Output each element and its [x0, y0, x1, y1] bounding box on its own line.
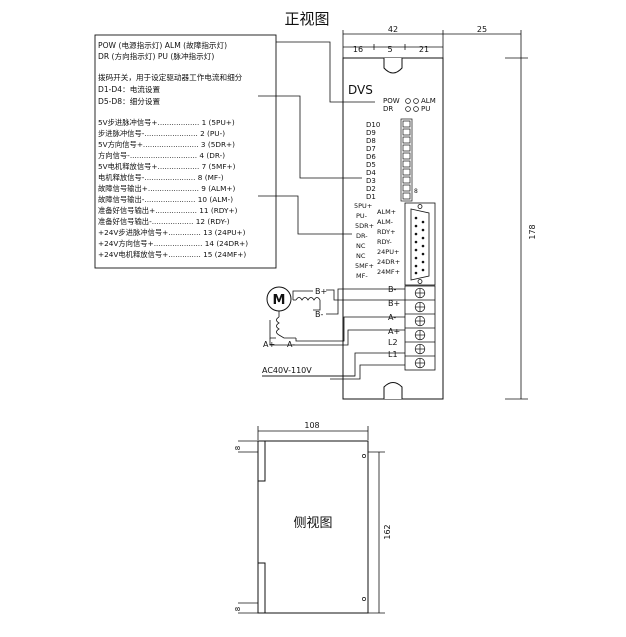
dip-label: D9 — [366, 129, 376, 137]
pow-led-icon — [405, 98, 411, 104]
terminal-label: B+ — [388, 299, 400, 308]
dip-label: D5 — [366, 161, 376, 169]
db-left-pin: 5MF+ — [355, 262, 374, 270]
notes-box — [94, 34, 277, 269]
dim-width-42: 42 — [388, 25, 398, 34]
dip-label: D6 — [366, 153, 376, 161]
db-left-pin: MF- — [356, 272, 368, 280]
signal-item: 5V方向信号+........................ 3 (5DR+) — [98, 140, 235, 149]
db15-left-labels: 5PU+ PU- 5DR+ DR- NC NC 5MF+ MF- — [354, 202, 374, 280]
height-dimension — [505, 57, 528, 400]
db-left-pin: 5DR+ — [355, 222, 374, 230]
signal-item: +24V步进脉冲信号+.............. 13 (24PU+) — [98, 228, 246, 237]
terminal-label: A- — [388, 313, 396, 322]
top-dimensions — [342, 30, 522, 58]
dim-seg-5: 5 — [387, 45, 392, 54]
signal-item: 步进脉冲信号-....................... 2 (PU-) — [98, 129, 225, 138]
led-dr-label: DR — [383, 105, 393, 113]
db-right-pin: 24PU+ — [377, 248, 399, 256]
dip-label: D3 — [366, 177, 376, 185]
db-left-pin: 5PU+ — [354, 202, 372, 210]
signal-item: +24V方向信号+..................... 14 (24DR+… — [98, 239, 248, 248]
dr-led-icon — [405, 106, 411, 112]
led-pow-label: POW — [383, 97, 400, 105]
db-right-pin: RDY- — [377, 238, 392, 246]
signal-item: 故障信号输出-...................... 10 (ALM-) — [98, 195, 233, 204]
db-right-pin: ALM+ — [377, 208, 396, 216]
dip-label: D8 — [366, 137, 376, 145]
dim-seg-21: 21 — [419, 45, 429, 54]
db-left-pin: NC — [356, 252, 366, 260]
db-right-pin: 24MF+ — [377, 268, 400, 276]
note-dip-title: 拨码开关，用于设定驱动器工作电流和细分 — [98, 72, 243, 82]
db-left-pin: PU- — [356, 212, 368, 220]
side-mount-hole-icon — [362, 597, 366, 601]
note-dip-d5-d8: D5-D8：细分设置 — [98, 96, 160, 106]
side-dim-width: 108 — [304, 421, 319, 430]
side-view-title: 侧视图 — [293, 516, 332, 531]
a-winding-coil — [269, 311, 296, 339]
dip-label: D7 — [366, 145, 376, 153]
note-led-line1: POW (电源指示灯) ALM (故障指示灯) — [98, 40, 227, 50]
signal-list: 5V步进脉冲信号+.................. 1 (5PU+) 步进脉… — [98, 118, 248, 259]
side-dim-top: 8 — [234, 446, 242, 450]
terminal-label: L2 — [388, 338, 398, 347]
side-mount-hole-icon — [362, 454, 366, 458]
db-left-pin: NC — [356, 242, 366, 250]
dip-switch — [400, 118, 413, 202]
terminal-labels: B- B+ A- A+ L2 L1 — [388, 285, 400, 359]
dip-label: D2 — [366, 185, 376, 193]
dip-label: D4 — [366, 169, 376, 177]
db-right-pin: RDY+ — [377, 228, 396, 236]
power-label: AC40V-110V — [262, 366, 312, 375]
dip-labels: D10 D9 D8 D7 D6 D5 D4 D3 D2 D1 — [366, 121, 380, 201]
signal-item: 准备好信号输出-.................. 12 (RDY-) — [98, 217, 230, 226]
db15-connector — [404, 202, 436, 286]
side-dim-height: 162 — [383, 524, 392, 539]
terminal-screws — [405, 287, 435, 369]
db-left-pin: DR- — [356, 232, 368, 240]
power-wires — [262, 352, 405, 380]
signal-item: 电机释放信号-...................... 8 (MF-) — [98, 173, 224, 182]
dip-label: D10 — [366, 121, 380, 129]
motor-a-minus: A- — [287, 340, 295, 349]
motor-symbol: M — [273, 293, 286, 308]
signal-item: 方向信号-............................. 4 (DR… — [98, 151, 225, 160]
terminal-label: B- — [388, 285, 396, 294]
brand-label: DVS — [348, 83, 373, 97]
dim-seg-16: 16 — [353, 45, 363, 54]
terminal-label: L1 — [388, 350, 398, 359]
signal-item: 5V步进脉冲信号+.................. 1 (5PU+) — [98, 118, 235, 127]
motor-b-plus: B+ — [315, 287, 327, 296]
pu-led-icon — [413, 106, 419, 112]
alm-led-icon — [413, 98, 419, 104]
signal-item: +24V电机释放信号+.............. 15 (24MF+) — [98, 250, 246, 259]
dim-gap-25: 25 — [477, 25, 487, 34]
led-alm-label: ALM — [421, 97, 436, 105]
db-right-pin: 24DR+ — [377, 258, 400, 266]
signal-item: 5V电机释放信号+.................. 7 (5MF+) — [98, 162, 236, 171]
dim-height-178: 178 — [528, 224, 537, 239]
note-led-line2: DR (方向指示灯) PU (脉冲指示灯) — [98, 51, 214, 61]
front-view-title: 正视图 — [284, 10, 329, 28]
db15-pins — [414, 216, 425, 275]
motor-a-plus: A+ — [263, 340, 275, 349]
db-right-pin: ALM- — [377, 218, 394, 226]
dip-on-mark: 8 — [414, 188, 418, 195]
motor-wires — [269, 288, 405, 346]
leader-lines — [258, 41, 375, 235]
dip-label: D1 — [366, 193, 376, 201]
side-dim-bottom: 8 — [234, 607, 242, 611]
signal-item: 准备好信号输出+.................. 11 (RDY+) — [98, 206, 238, 215]
note-dip-d1-d4: D1-D4：电流设置 — [98, 84, 160, 94]
side-view-body — [257, 440, 369, 614]
signal-item: 故障信号输出+...................... 9 (ALM+) — [98, 184, 236, 193]
side-view-dimensions — [238, 426, 385, 614]
terminal-label: A+ — [388, 327, 400, 336]
db15-right-labels: ALM+ ALM- RDY+ RDY- 24PU+ 24DR+ 24MF+ — [377, 208, 400, 276]
led-pu-label: PU — [421, 105, 430, 113]
motor-b-minus: B- — [315, 310, 323, 319]
b-winding-coil — [292, 290, 321, 311]
